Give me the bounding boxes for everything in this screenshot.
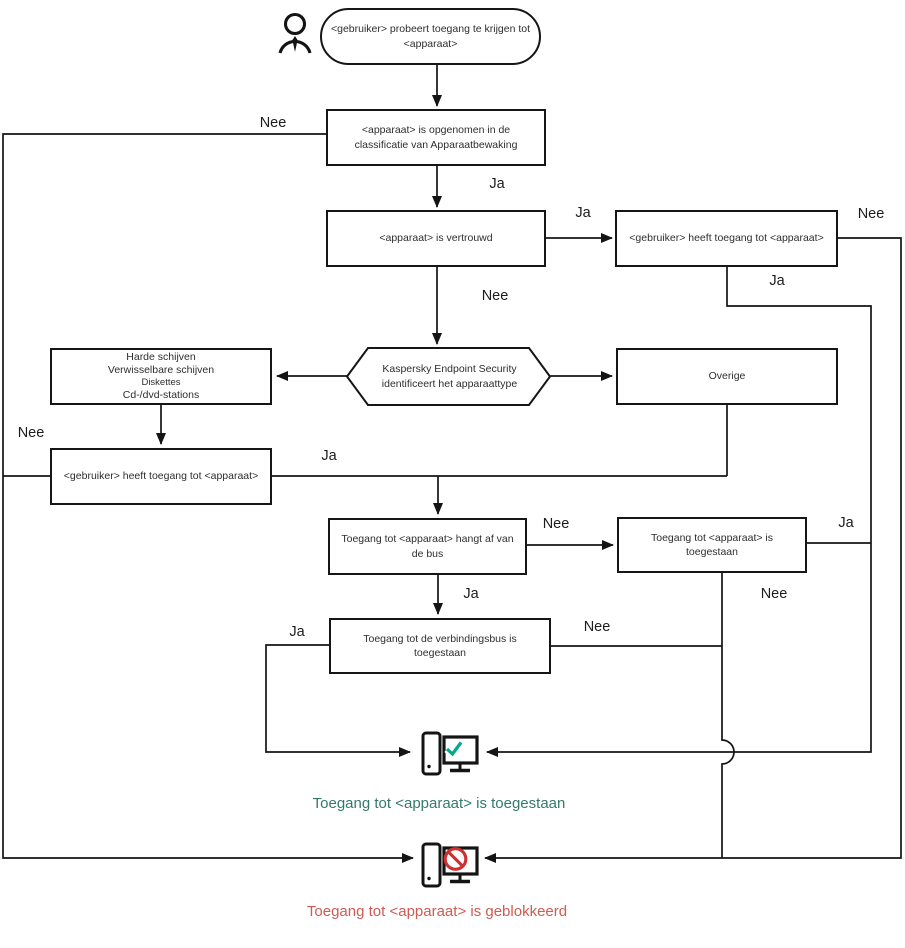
edge-busallowed-ja-to-allowed bbox=[265, 644, 411, 757]
user-icon bbox=[278, 12, 312, 54]
label-ja-allowed-box: Ja bbox=[838, 515, 854, 531]
node-trusted: <apparaat> is vertrouwd bbox=[326, 210, 546, 267]
label-nee-bus: Nee bbox=[542, 516, 570, 532]
computer-check-icon bbox=[421, 731, 479, 776]
node-bus-dependent: Toegang tot <apparaat> hangt af van de b… bbox=[328, 518, 527, 575]
label-ja-user-top: Ja bbox=[769, 273, 785, 289]
node-bus-allowed: Toegang tot de verbindingsbus is toegest… bbox=[329, 618, 551, 674]
edge-allowedbox-nee-to-blocked bbox=[721, 573, 735, 858]
disk-type-line: Harde schijven bbox=[126, 350, 196, 363]
disk-type-line: Diskettes bbox=[141, 377, 181, 389]
label-ja-classification: Ja bbox=[489, 176, 505, 192]
node-identify: Kaspersky Endpoint Security identificeer… bbox=[381, 363, 518, 390]
edge-user-top-ja-to-allowed bbox=[486, 267, 872, 757]
identify-hexagon-shape bbox=[345, 347, 552, 406]
label-nee-user-top: Nee bbox=[857, 206, 885, 222]
disk-type-line: Verwisselbare schijven bbox=[107, 364, 215, 376]
edge-classification-nee-to-blocked bbox=[2, 133, 414, 863]
label-ja-trusted: Ja bbox=[575, 205, 591, 221]
node-access-allowed-box: Toegang tot <apparaat> is toegestaan bbox=[617, 517, 807, 573]
label-nee-classification: Nee bbox=[259, 115, 287, 131]
node-disk-types: Harde schijven Verwisselbare schijven Di… bbox=[50, 348, 272, 405]
computer-prohibited-icon bbox=[421, 842, 479, 888]
label-nee-allowed-box: Nee bbox=[760, 586, 788, 602]
label-ja-verbindingsbus: Ja bbox=[289, 624, 305, 640]
edge-user-top-nee-to-blocked bbox=[484, 237, 902, 863]
node-other: Overige bbox=[616, 348, 838, 405]
label-ja-user-left: Ja bbox=[321, 448, 337, 464]
label-ja-bus: Ja bbox=[463, 586, 479, 602]
label-nee-trusted: Nee bbox=[481, 288, 509, 304]
label-nee-verbindingsbus: Nee bbox=[583, 619, 611, 635]
node-start: <gebruiker> probeert toegang te krijgen … bbox=[320, 8, 541, 65]
caption-access-blocked: Toegang tot <apparaat> is geblokkeerd bbox=[306, 903, 568, 920]
caption-access-allowed: Toegang tot <apparaat> is toegestaan bbox=[312, 795, 566, 812]
node-user-access-left: <gebruiker> heeft toegang tot <apparaat> bbox=[50, 448, 272, 505]
disk-type-line: Cd-/dvd-stations bbox=[122, 389, 200, 401]
node-classification: <apparaat> is opgenomen in de classifica… bbox=[326, 109, 546, 166]
label-nee-user-left: Nee bbox=[17, 425, 45, 441]
node-user-access-top: <gebruiker> heeft toegang tot <apparaat> bbox=[615, 210, 838, 267]
